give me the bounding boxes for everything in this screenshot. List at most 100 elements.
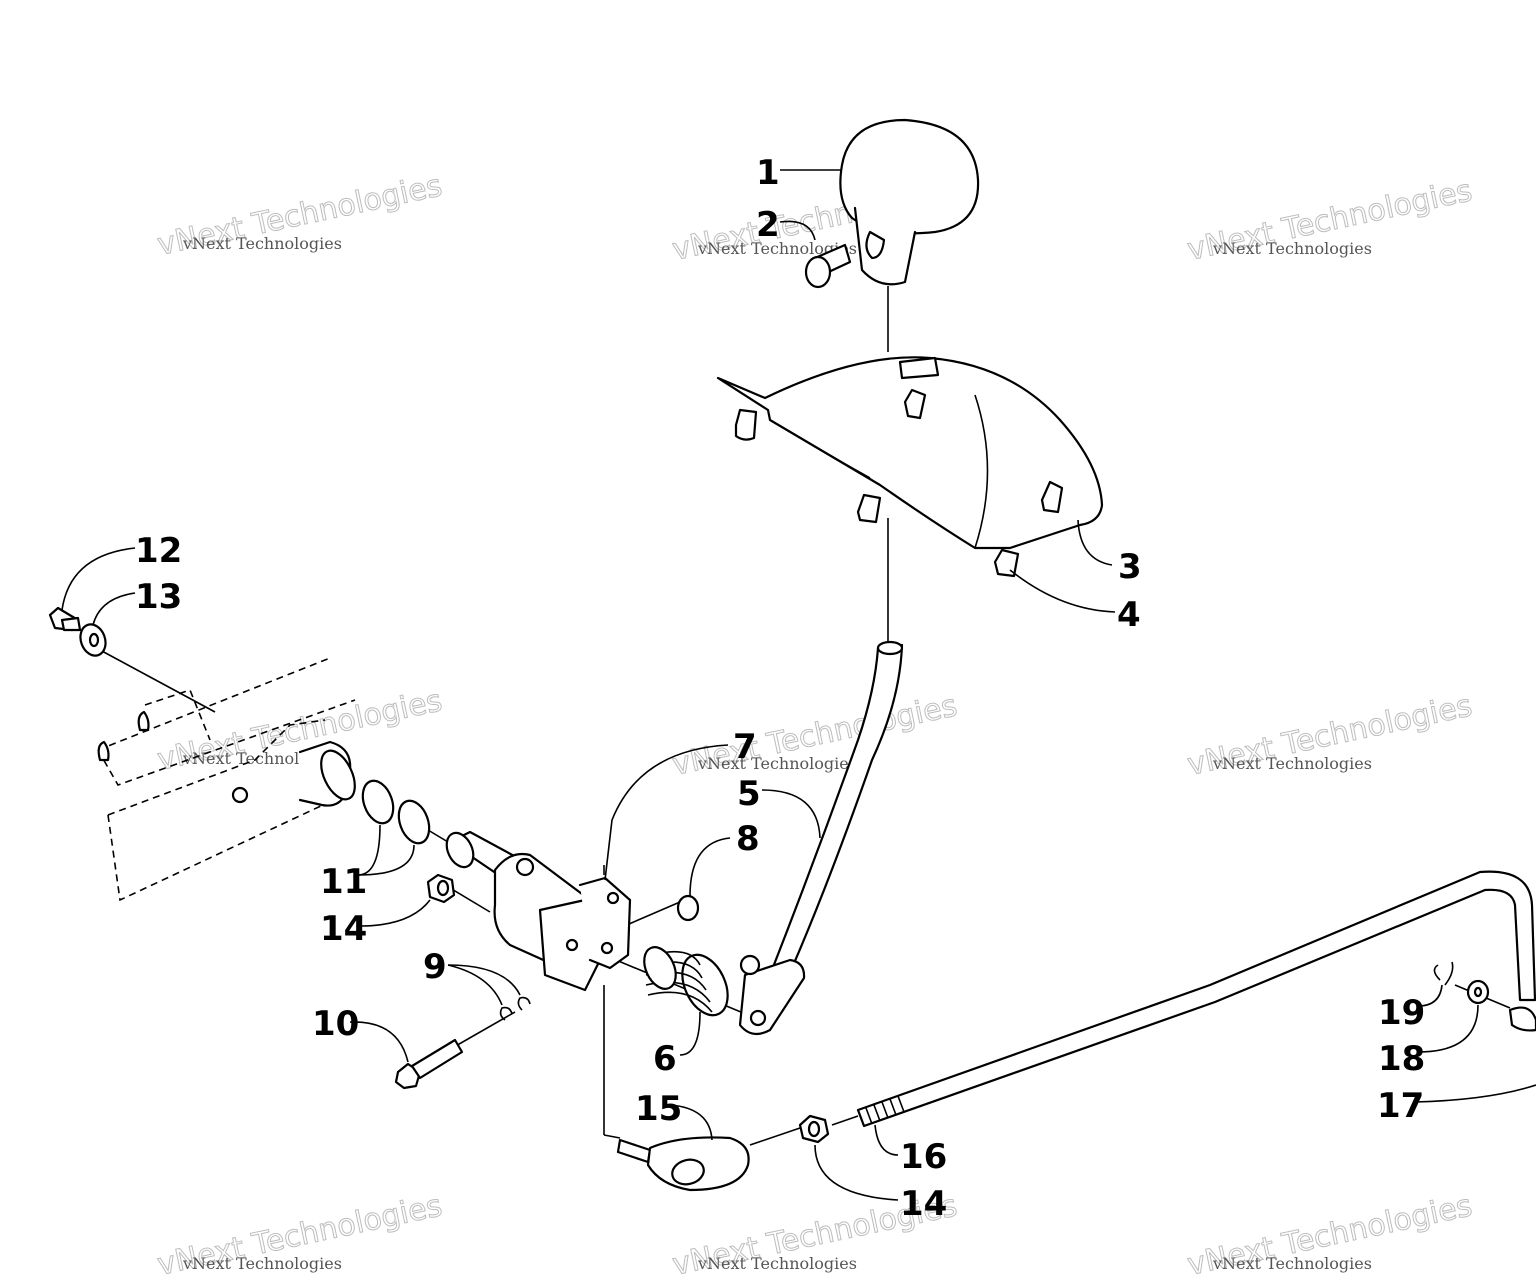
callout-8: 8 (736, 819, 760, 859)
leader-2 (779, 220, 816, 241)
callout-17: 17 (1377, 1086, 1424, 1126)
callout-14-upper: 14 (320, 909, 367, 949)
frame-edge-2 (97, 699, 356, 786)
frame-hole (231, 786, 249, 804)
rod-end-eye-hole (671, 1158, 705, 1186)
knob-set-hole (865, 230, 886, 260)
watermark-small-text: vNext Technologies (182, 234, 342, 253)
align-line-nut-14 (449, 887, 491, 913)
leader-9a (447, 964, 503, 1006)
spring-coil-front (643, 946, 677, 990)
part-14-nut-upper (426, 873, 456, 904)
align-line-rod (831, 1115, 859, 1126)
part-16-shift-rod (856, 870, 1536, 1128)
knob-head (839, 118, 980, 235)
watermark-small-text: vNext Technologies (1212, 239, 1372, 258)
bumper-body (993, 548, 1020, 578)
spring-coils (645, 950, 713, 1013)
align-line-bracket-end (603, 1134, 621, 1139)
leader-17 (1414, 1084, 1536, 1103)
leader-9b (447, 964, 521, 996)
clip-19 (1433, 961, 1454, 986)
callout-1: 1 (756, 153, 780, 193)
frame-tab-1 (97, 740, 110, 762)
cover-tab-right (1040, 480, 1064, 514)
part-15-rod-end (616, 1136, 750, 1192)
o-ring-1 (361, 779, 395, 825)
leader-8 (689, 837, 731, 897)
shift-rod-body (856, 870, 1536, 1128)
part-1-shift-knob (839, 118, 980, 286)
callout-6: 6 (653, 1039, 677, 1079)
callout-15: 15 (635, 1089, 682, 1129)
part-4-bumper (993, 548, 1020, 578)
cover-tab-left (734, 408, 758, 441)
callout-5: 5 (737, 774, 761, 814)
watermark-small-text: vNext Technologies (182, 1254, 342, 1273)
frame-edge-5 (144, 689, 211, 741)
leader-11b (357, 844, 415, 876)
frame-mount-phantom (97, 657, 356, 902)
watermark-small-text: vNext Technologies (1212, 754, 1372, 773)
pivot-plate-hole-3 (606, 891, 620, 905)
leader-lines (61, 169, 1536, 1201)
watermark-small-text: vNext Technologies (697, 754, 857, 773)
part-14-nut-lower (798, 1114, 830, 1144)
part-5-shift-lever (738, 640, 904, 1036)
frame-tab-2 (137, 710, 150, 732)
nut-14-lower-bore (807, 1120, 821, 1138)
callout-12: 12 (135, 531, 182, 571)
part-19-clip (1433, 961, 1454, 986)
part-13-washer (79, 623, 107, 657)
callout-18: 18 (1378, 1039, 1425, 1079)
lever-top-end (876, 640, 904, 656)
e-clip-1 (499, 1006, 513, 1021)
cover-top-slot (898, 356, 940, 380)
callout-16: 16 (900, 1137, 947, 1177)
leader-13 (92, 592, 136, 626)
leader-19 (1417, 984, 1443, 1007)
leader-4 (1009, 569, 1116, 613)
callout-7: 7 (733, 727, 757, 767)
leader-14b (814, 1144, 899, 1201)
spring-coil-back (681, 953, 729, 1017)
leader-12 (61, 547, 136, 611)
washer-18-inner (1473, 986, 1483, 998)
nut-14-upper-bore (436, 879, 450, 897)
watermark-5: vNext Technologies vNext Technologies (669, 688, 961, 784)
leader-16 (874, 1124, 899, 1156)
frame-edge-3 (107, 789, 356, 902)
leader-15 (669, 1104, 713, 1141)
part-12-bolt (48, 606, 82, 632)
callout-14-lower: 14 (900, 1184, 947, 1224)
callout-4: 4 (1117, 595, 1141, 635)
leader-5 (761, 789, 821, 839)
leader-10 (349, 1021, 409, 1063)
leader-6 (679, 1011, 701, 1056)
watermark-6: vNext Technologies vNext Technologies (1184, 688, 1476, 784)
lever-clevis-hole-top (739, 954, 761, 976)
lever-clevis-hole-bottom (749, 1009, 767, 1027)
part-18-washer (1466, 979, 1490, 1005)
bushing-8 (676, 894, 700, 922)
callout-3: 3 (1118, 547, 1142, 587)
callout-numbers: 1 2 3 4 5 6 7 8 9 10 11 12 13 14 14 15 1… (135, 153, 1425, 1224)
part-10-shoulder-bolt (394, 1038, 464, 1090)
leader-18 (1417, 1004, 1479, 1053)
callout-9: 9 (423, 947, 447, 987)
part-6-spring (643, 946, 729, 1017)
cover-lower-edge (769, 419, 871, 479)
leader-14a (359, 899, 431, 927)
watermark-small-text: vNext Technologies (697, 1254, 857, 1273)
pivot-plate-hole-2 (600, 941, 614, 955)
align-line-bolt-13 (99, 649, 216, 713)
callout-19: 19 (1378, 993, 1425, 1033)
shift-rod-end-fitting (1508, 1006, 1536, 1032)
frame-boss-bore (320, 749, 356, 801)
watermarks: vNext Technologies vNext Technologies vN… (154, 168, 1476, 1284)
cover-shell (716, 356, 1104, 550)
watermark-small-text: vNext Technologies (1212, 1254, 1372, 1273)
knob-stem (853, 206, 917, 286)
